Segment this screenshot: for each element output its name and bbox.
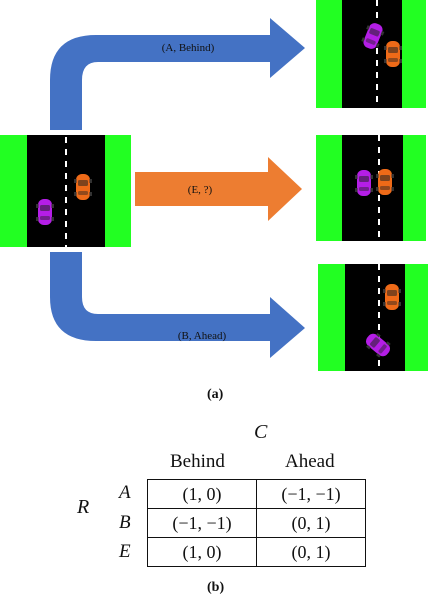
road-scene-initial xyxy=(0,135,131,247)
middle-arrow xyxy=(135,157,302,221)
caption-a: (a) xyxy=(207,387,224,402)
orange-car xyxy=(74,174,92,200)
road-scene-top xyxy=(316,0,426,108)
road-scene-bottom xyxy=(318,264,428,371)
middle-arrow-label: (E, ?) xyxy=(188,184,213,196)
column-header-behind: Behind xyxy=(170,451,225,472)
road-scene-middle xyxy=(316,135,426,241)
payoff-cell: (0, 1) xyxy=(256,508,366,538)
top-arrow-label: (A, Behind) xyxy=(162,42,215,54)
payoff-cell: (−1, −1) xyxy=(256,479,366,509)
row-player-label: R xyxy=(77,496,90,518)
column-header-ahead: Ahead xyxy=(285,451,335,472)
top-arrow xyxy=(50,18,305,130)
orange-car xyxy=(376,169,394,195)
orange-car xyxy=(384,41,402,67)
payoff-cell: (−1, −1) xyxy=(147,508,257,538)
diagram-scene: (A, Behind) (E, ?) (B, Ahead) xyxy=(0,0,428,371)
caption-b: (b) xyxy=(207,580,225,595)
purple-car xyxy=(355,170,373,196)
row-label-a: A xyxy=(119,482,131,503)
purple-car xyxy=(36,199,54,225)
table-row: (1, 0) (−1, −1) xyxy=(147,479,366,509)
bottom-arrow-label: (B, Ahead) xyxy=(178,330,227,342)
table-row: (−1, −1) (0, 1) xyxy=(147,508,366,538)
row-label-b: B xyxy=(119,512,131,533)
bottom-arrow xyxy=(50,252,305,358)
payoff-matrix: (1, 0) (−1, −1) (−1, −1) (0, 1) (1, 0) (… xyxy=(147,479,366,567)
column-player-label: C xyxy=(254,421,268,443)
table-row: (1, 0) (0, 1) xyxy=(147,537,366,567)
row-label-e: E xyxy=(119,541,131,562)
payoff-cell: (1, 0) xyxy=(147,479,257,509)
payoff-cell: (1, 0) xyxy=(147,537,257,567)
payoff-cell: (0, 1) xyxy=(256,537,366,567)
orange-car xyxy=(383,284,401,310)
